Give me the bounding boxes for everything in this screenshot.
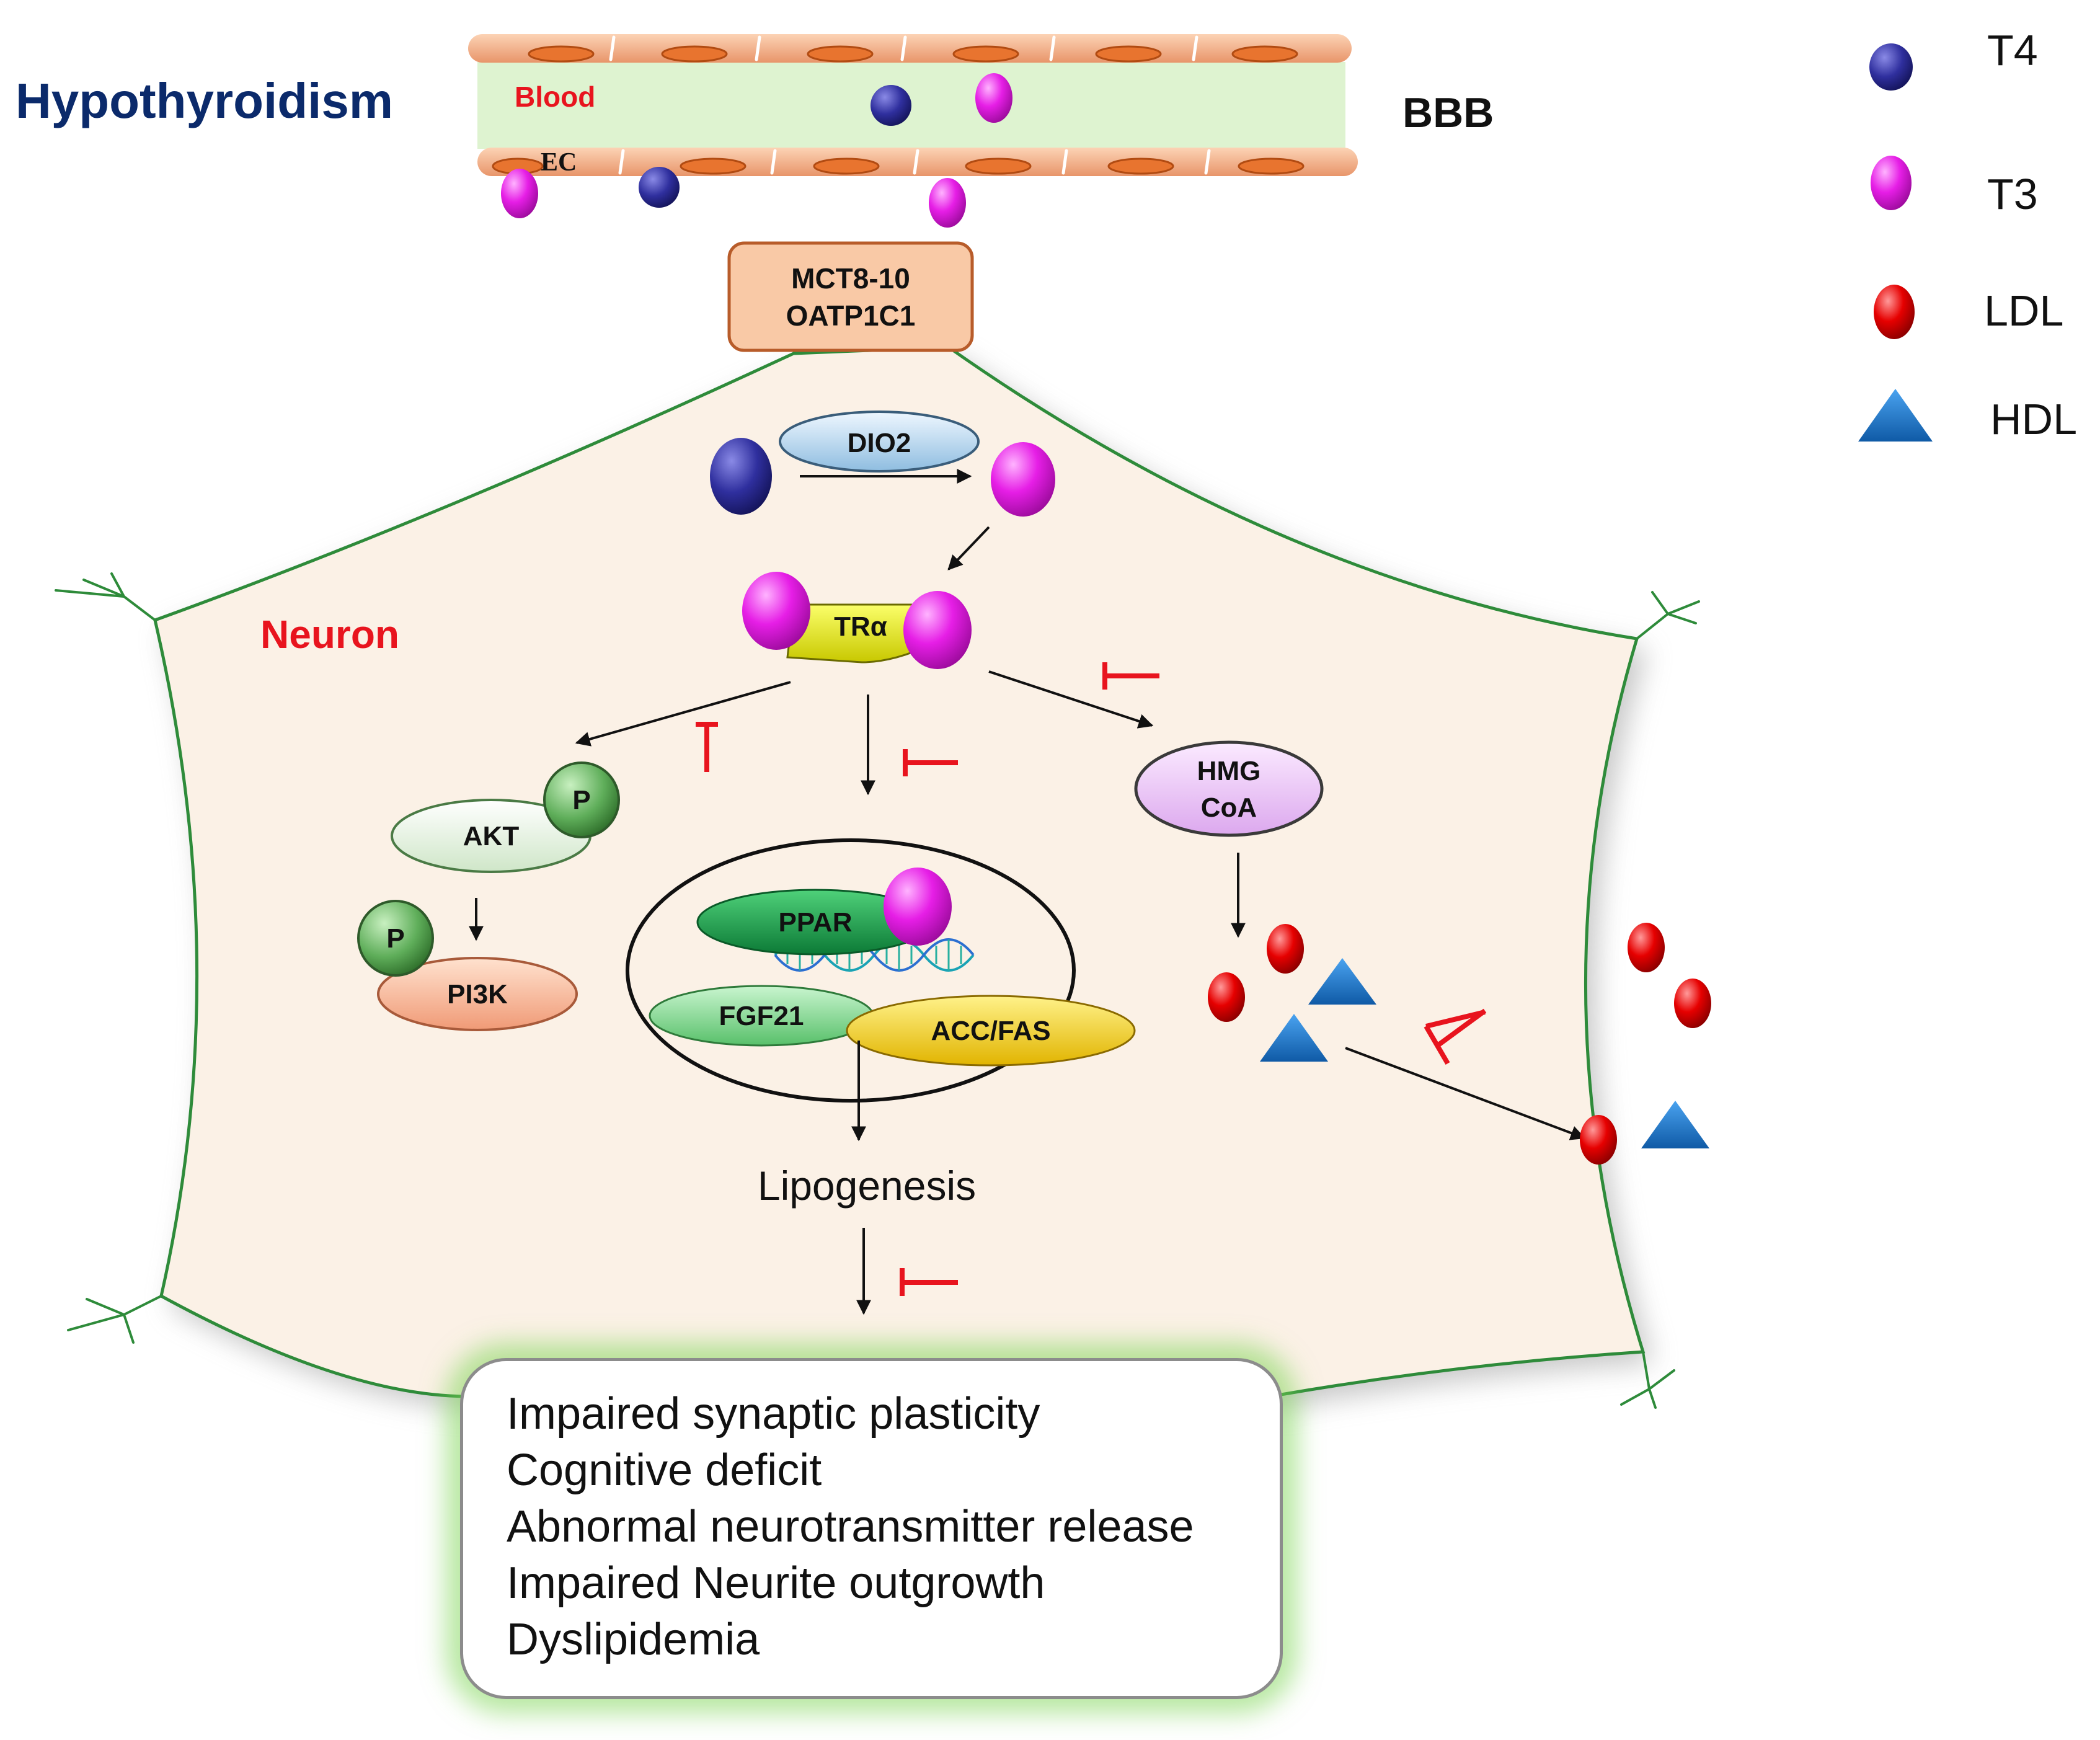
- arrow-to-receptor: [947, 526, 990, 570]
- ldl-particle: [1580, 1115, 1617, 1165]
- figure-title: Hypothyroidism: [16, 73, 393, 128]
- dio2-label: DIO2: [848, 428, 911, 458]
- neuron-cell-body: [153, 345, 1646, 1398]
- dendrite-tips: [55, 572, 1700, 1409]
- outcome-item: Dyslipidemia: [507, 1615, 760, 1664]
- phosphate-label: P: [572, 785, 590, 815]
- t3-molecule: [884, 868, 952, 946]
- outcome-item: Impaired synaptic plasticity: [507, 1389, 1040, 1439]
- hdl-particle: [1641, 1101, 1709, 1148]
- bbb-label: BBB: [1402, 89, 1494, 136]
- vessel-wall-bottom: [477, 148, 1358, 176]
- nucleus: [626, 838, 1076, 1103]
- legend-t4-label: T4: [1987, 26, 2038, 74]
- pi3k-node: [377, 957, 578, 1031]
- legend-hdl-label: HDL: [1990, 395, 2077, 443]
- arrow-to-export: [1345, 1047, 1586, 1140]
- arrow-to-hmg: [988, 670, 1154, 729]
- vessel-wall-top: [468, 34, 1352, 63]
- outcome-item: Abnormal neurotransmitter release: [507, 1502, 1194, 1551]
- phosphate-akt: [543, 761, 620, 838]
- legend-ldl-label: LDL: [1984, 286, 2063, 335]
- t3-molecule: [903, 591, 972, 669]
- ldl-particle: [1674, 979, 1711, 1028]
- phosphate-pi3k: [357, 900, 434, 977]
- hmg-label-2: CoA: [1201, 792, 1257, 823]
- outcome-item: Impaired Neurite outgrowth: [507, 1558, 1045, 1608]
- hmg-coa-node: [1134, 740, 1324, 837]
- accfas-label: ACC/FAS: [931, 1016, 1050, 1046]
- outcomes-box: Impaired synaptic plasticity Cognitive d…: [460, 1358, 1283, 1699]
- hmg-label-1: HMG: [1197, 756, 1261, 786]
- t3-molecule: [501, 169, 538, 218]
- legend: T4 T3 LDL HDL: [1858, 26, 2077, 443]
- legend-t3-label: T3: [1987, 170, 2038, 218]
- t4-molecule: [871, 85, 911, 126]
- inhibition-marks: [696, 662, 1487, 1296]
- legend-t4-icon: [1869, 43, 1913, 91]
- hdl-particle: [1260, 1014, 1328, 1062]
- t3-molecule: [742, 572, 810, 650]
- t3-molecule: [975, 73, 1012, 123]
- ldl-particle: [1628, 923, 1665, 972]
- legend-ldl-icon: [1874, 285, 1915, 339]
- blood-label: Blood: [515, 81, 595, 113]
- hdl-particle: [1308, 958, 1376, 1005]
- neuron-label: Neuron: [260, 612, 399, 657]
- t4-molecule: [639, 167, 680, 208]
- akt-label: AKT: [463, 821, 520, 851]
- t3-molecule: [929, 178, 966, 228]
- t4-molecule: [710, 438, 772, 515]
- lipogenesis-label: Lipogenesis: [758, 1163, 976, 1209]
- ldl-particle: [1208, 972, 1245, 1022]
- transporter-label-2: OATP1C1: [786, 300, 916, 332]
- outcome-item: Cognitive deficit: [507, 1445, 822, 1495]
- ppar-label: PPAR: [779, 907, 853, 938]
- transporter-label-1: MCT8-10: [791, 262, 910, 295]
- accfas-node: [846, 995, 1136, 1067]
- arrow-to-akt: [575, 681, 791, 747]
- t3-molecule: [991, 442, 1055, 517]
- fgf21-label: FGF21: [719, 1001, 804, 1031]
- legend-hdl-icon: [1858, 389, 1933, 442]
- dio2-node: [779, 411, 980, 473]
- pi3k-label: PI3K: [447, 979, 508, 1010]
- legend-t3-icon: [1871, 156, 1912, 210]
- ec-label: EC: [541, 148, 577, 177]
- ldl-particle: [1267, 924, 1304, 974]
- tr-label: TRα: [834, 611, 887, 642]
- transporter-box: [727, 241, 974, 352]
- phosphate-label: P: [386, 923, 404, 954]
